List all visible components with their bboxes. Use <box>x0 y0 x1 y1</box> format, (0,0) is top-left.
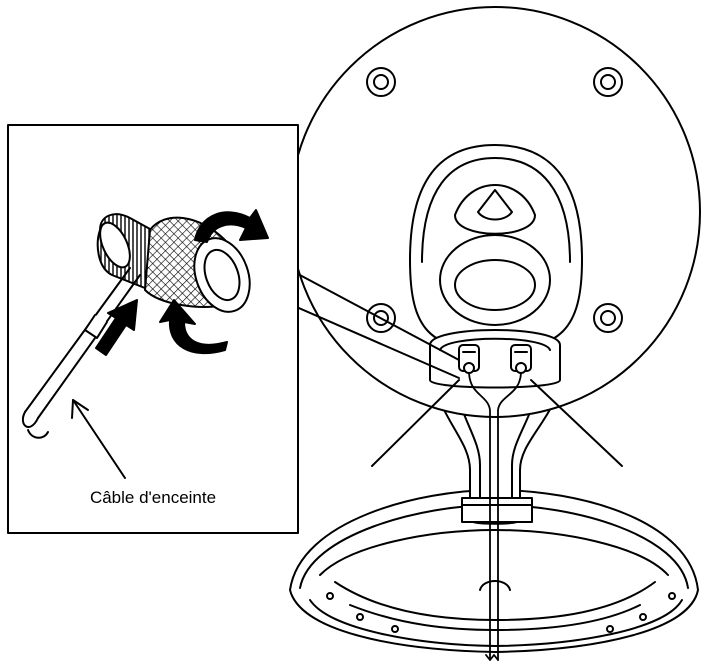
rotate-arrow-top <box>194 209 269 243</box>
rotate-arrow-bottom <box>159 299 228 355</box>
insert-arrow <box>95 299 138 356</box>
base-screw-hole <box>639 613 647 621</box>
terminal-left <box>458 344 480 374</box>
mounting-hole <box>593 303 623 333</box>
base-screw-hole <box>391 625 399 633</box>
speaker-body <box>289 6 701 418</box>
terminal-right <box>510 344 532 374</box>
pointer-line-right <box>530 379 623 467</box>
cable-pointer-line <box>72 399 126 479</box>
base-screw-hole <box>668 592 676 600</box>
speaker-wire <box>468 372 522 661</box>
speaker-base <box>289 489 699 653</box>
cable-label: Câble d'enceinte <box>89 488 217 507</box>
cable-pointer-arrowhead <box>71 399 89 419</box>
detail-inset-box <box>7 124 299 534</box>
pointer-line-left <box>371 379 460 467</box>
base-screw-hole <box>326 592 334 600</box>
mounting-hole <box>593 67 623 97</box>
mounting-hole <box>366 67 396 97</box>
base-screw-hole <box>606 625 614 633</box>
base-screw-hole <box>356 613 364 621</box>
